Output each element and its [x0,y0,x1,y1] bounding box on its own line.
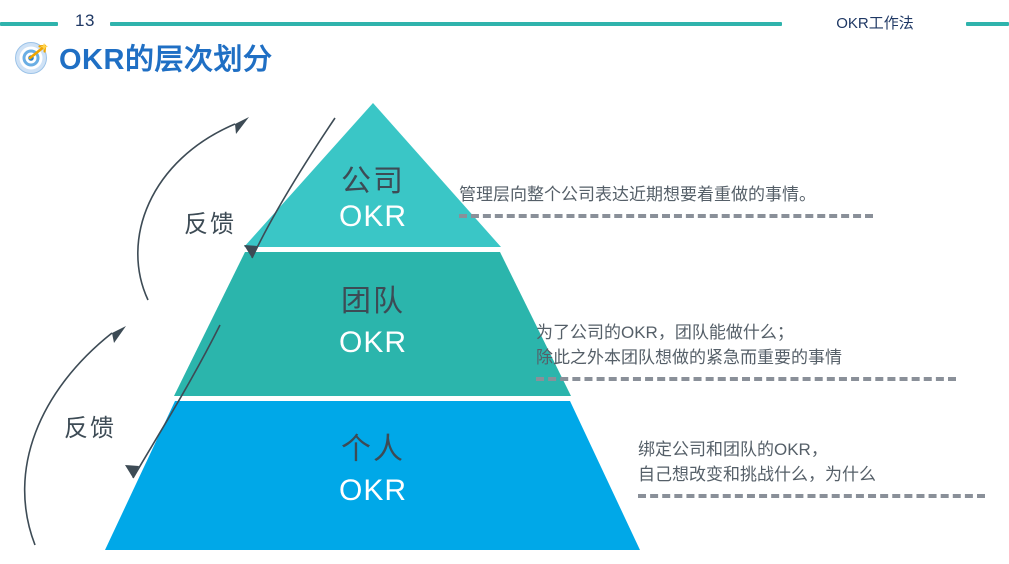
page-title-text: OKR的层次划分 [59,44,273,76]
feedback-arrowhead-down-1 [244,245,258,258]
target-icon [14,39,50,75]
page-title: OKR的层次划分 [14,36,272,78]
pyramid-label-team: 团队 [341,285,405,318]
feedback-label-lower: 反馈 [64,415,116,442]
header-rule-middle [110,22,782,26]
feedback-arrowhead-up-2 [112,326,126,343]
note-team-line-2: 除此之外本团队想做的紧急而重要的事情 [536,348,842,367]
pyramid-label-team-okr: OKR [338,326,407,359]
note-individual-line-1: 绑定公司和团队的OKR， [638,440,828,459]
note-team: 为了公司的OKR，团队能做什么； 除此之外本团队想做的紧急而重要的事情 [536,320,956,381]
pyramid-layer-company [244,103,501,247]
feedback-arrow-upper [137,117,336,301]
pyramid-layer-team [174,252,571,396]
note-company: 管理层向整个公司表达近期想要着重做的事情。 [459,182,873,218]
note-individual-line-2: 自己想改变和挑战什么，为什么 [638,465,876,484]
header-rule-left [0,22,58,26]
deck-title: OKR工作法 [836,15,914,32]
header-rule-right [966,22,1009,26]
pyramid-layer-individual [105,401,640,550]
page-number: 13 [75,11,95,30]
note-team-line-1: 为了公司的OKR，团队能做什么； [536,323,794,342]
feedback-arrow-lower [23,324,221,546]
feedback-arrowhead-up-1 [235,117,249,134]
pyramid-label-company: 公司 [341,165,405,198]
pyramid-label-individual-okr: OKR [338,474,407,507]
note-team-rule [536,377,956,381]
feedback-label-upper: 反馈 [184,211,236,238]
note-company-line-1: 管理层向整个公司表达近期想要着重做的事情。 [459,185,816,204]
pyramid-label-company-okr: OKR [338,200,407,233]
note-individual: 绑定公司和团队的OKR， 自己想改变和挑战什么，为什么 [638,437,985,498]
note-individual-rule [638,494,985,498]
pyramid-label-individual: 个人 [341,433,405,466]
feedback-arrowhead-down-2 [125,465,139,478]
note-company-rule [459,214,873,218]
